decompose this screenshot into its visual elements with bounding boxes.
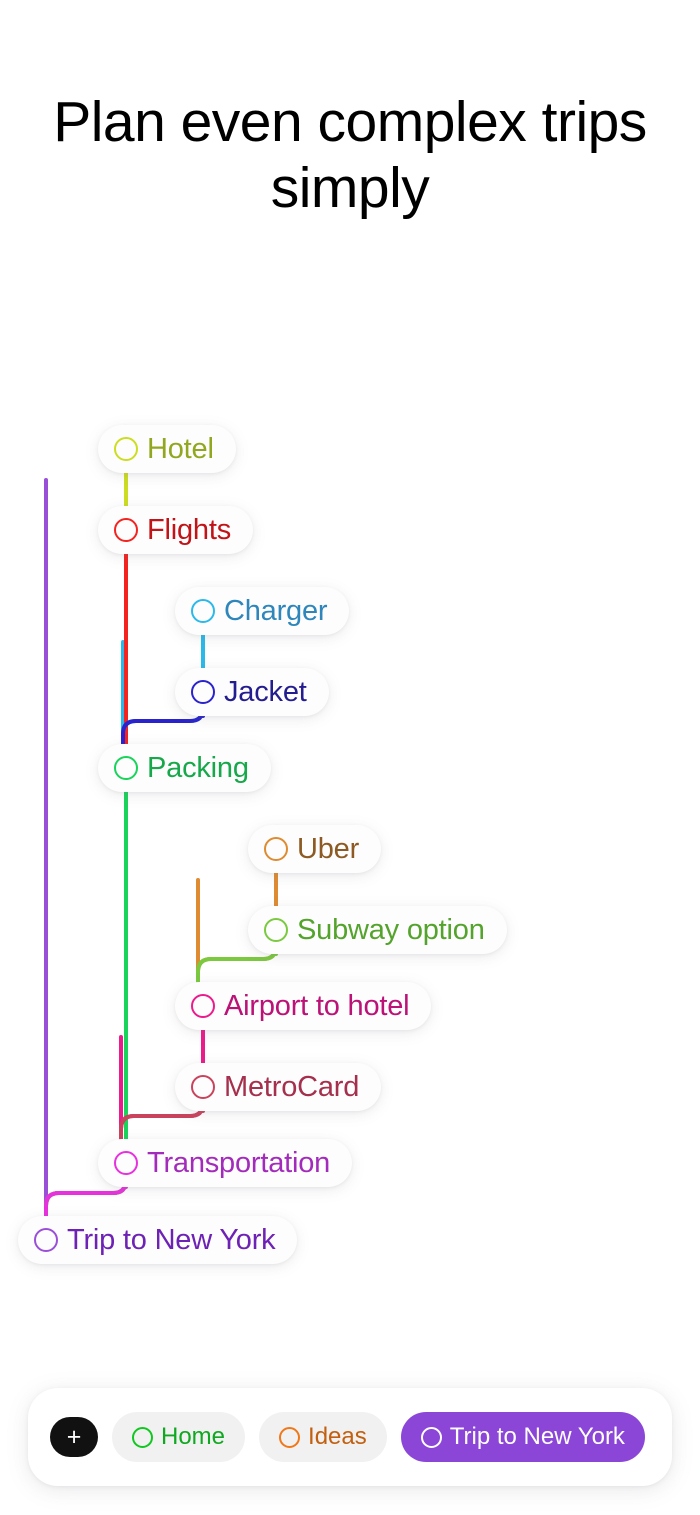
connector-hotel [44, 471, 128, 1230]
chip-circle-icon [132, 1426, 153, 1448]
chip-circle-icon [279, 1426, 301, 1448]
mindmap-node-hotel[interactable]: Hotel [98, 425, 236, 473]
mindmap-node-subway[interactable]: Subway option [248, 906, 507, 954]
connector-flights [44, 552, 128, 1230]
node-label: Jacket [224, 675, 307, 708]
node-circle-icon [191, 599, 215, 623]
node-circle-icon [114, 1151, 138, 1175]
mindmap-node-metrocard[interactable]: MetroCard [175, 1063, 382, 1111]
node-circle-icon [264, 918, 288, 942]
chip-label: Trip to New York [449, 1423, 625, 1450]
mindmap-node-flights[interactable]: Flights [98, 506, 254, 554]
node-label: Uber [297, 832, 360, 865]
mindmap-node-uber[interactable]: Uber [248, 825, 382, 873]
mindmap-node-airport[interactable]: Airport to hotel [175, 982, 432, 1030]
dock-chip-list: Home Ideas Trip to New York [112, 1412, 645, 1462]
dock-chip-ideas[interactable]: Ideas [259, 1412, 387, 1462]
mindmap-node-packing[interactable]: Packing [98, 744, 271, 792]
node-label: Hotel [147, 432, 214, 465]
node-circle-icon [114, 437, 138, 461]
dock-chip-trip[interactable]: Trip to New York [400, 1412, 645, 1462]
page-title: Plan even complex trips simply [53, 90, 647, 220]
node-circle-icon [191, 994, 215, 1018]
node-label: Subway option [297, 913, 485, 946]
connector-lines [44, 471, 278, 1230]
node-circle-icon [191, 1075, 215, 1099]
bottom-dock[interactable]: + Home Ideas Trip to New York [28, 1388, 672, 1486]
node-circle-icon [114, 518, 138, 542]
mindmap-node-charger[interactable]: Charger [175, 587, 350, 635]
node-label: Trip to New York [67, 1223, 276, 1256]
chip-circle-icon [420, 1426, 442, 1448]
dock-chip-home[interactable]: Home [112, 1412, 246, 1462]
mindmap-node-jacket[interactable]: Jacket [175, 668, 329, 716]
node-label: Transportation [147, 1146, 331, 1179]
node-label: Packing [147, 751, 249, 784]
add-button[interactable]: + [50, 1417, 98, 1457]
node-circle-icon [34, 1228, 58, 1252]
mindmap-node-root[interactable]: Trip to New York [18, 1216, 298, 1264]
mindmap-node-transportation[interactable]: Transportation [98, 1139, 353, 1187]
chip-label: Ideas [308, 1423, 367, 1450]
node-label: Airport to hotel [224, 989, 410, 1022]
node-circle-icon [264, 837, 288, 861]
node-label: MetroCard [224, 1070, 360, 1103]
node-circle-icon [114, 756, 138, 780]
node-circle-icon [191, 680, 215, 704]
node-label: Charger [224, 594, 328, 627]
chip-label: Home [161, 1423, 226, 1450]
node-label: Flights [147, 513, 232, 546]
